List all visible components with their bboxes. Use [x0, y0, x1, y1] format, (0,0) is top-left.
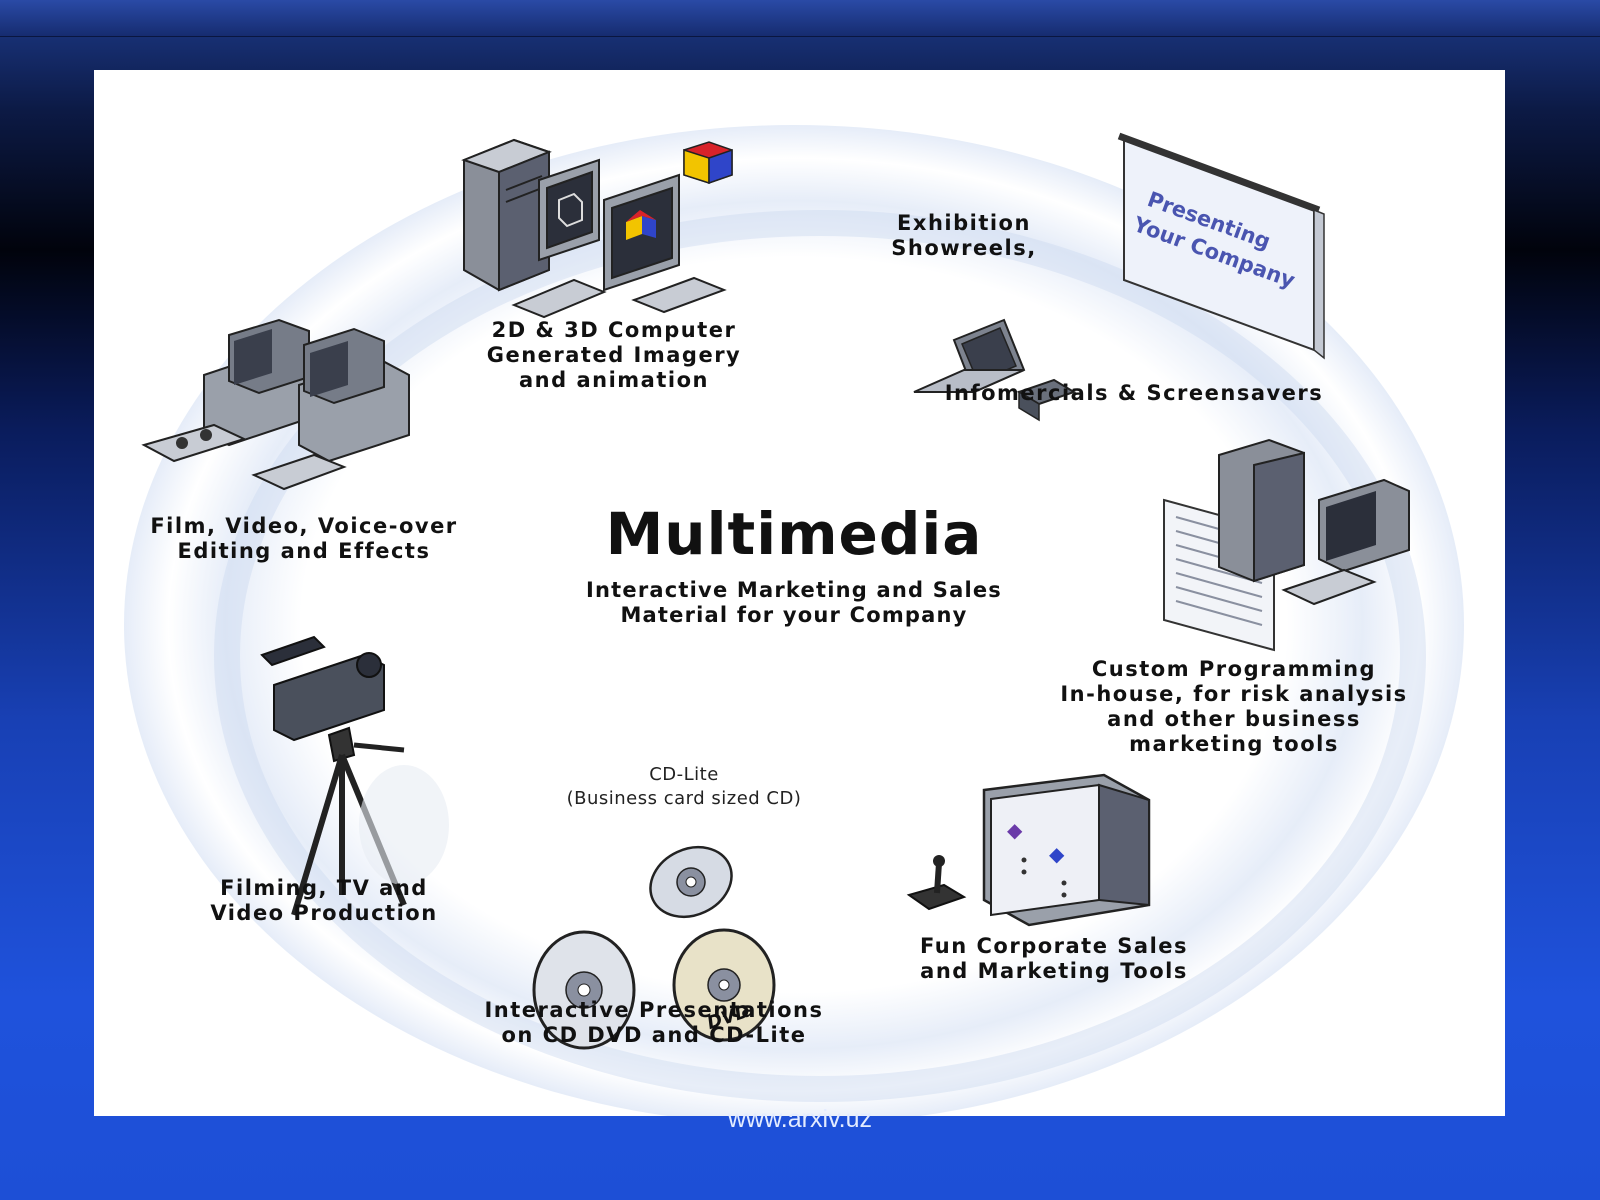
- film-editing-label-line2: Editing and Effects: [177, 539, 431, 563]
- cd-lite-label-line2: (Business card sized CD): [566, 788, 802, 809]
- programming-label-line4: marketing tools: [1129, 732, 1339, 756]
- presentations-label-line2: on CD DVD and CD-Lite: [501, 1023, 807, 1047]
- film-editing-label-line1: Film, Video, Voice-over: [150, 514, 458, 538]
- svg-text:◆: ◆: [1049, 842, 1065, 866]
- fun-tools-label-line1: Fun Corporate Sales: [919, 934, 1189, 958]
- footer-url: www.arxiv.uz: [727, 1105, 872, 1133]
- filming-label: Filming, TV and Video Production: [164, 876, 484, 926]
- infomercials-label-line1: Infomercials & Screensavers: [944, 381, 1324, 405]
- svg-text:◆: ◆: [1007, 818, 1023, 842]
- programming-label-line1: Custom Programming: [1091, 657, 1377, 681]
- cgi-label: 2D & 3D Computer Generated Imagery and a…: [444, 318, 784, 393]
- cgi-workstation-illustration: [461, 138, 733, 319]
- discs-illustration: DVD: [532, 845, 776, 1050]
- fun-tools-label-line2: and Marketing Tools: [920, 959, 1188, 983]
- center-subtitle-line2: Material for your Company: [620, 603, 968, 627]
- filming-label-line2: Video Production: [210, 901, 438, 925]
- exhibition-illustration: Presenting Your Company: [913, 132, 1325, 422]
- programming-label-line3: and other business: [1107, 707, 1361, 731]
- exhibition-label-line2: Showreels,: [891, 236, 1037, 260]
- fun-tools-label: Fun Corporate Sales and Marketing Tools: [894, 934, 1214, 984]
- presentations-label-line1: Interactive Presentations: [484, 998, 824, 1022]
- exhibition-label-line1: Exhibition: [897, 211, 1031, 235]
- cd-lite-label: CD-Lite (Business card sized CD): [534, 763, 834, 811]
- infomercials-label: Infomercials & Screensavers: [914, 381, 1354, 406]
- center-title: Multimedia: [605, 500, 983, 568]
- programming-illustration: [1163, 438, 1410, 652]
- tv-game-illustration: ◆ ◆: [906, 773, 1151, 927]
- cgi-label-line1: 2D & 3D Computer: [491, 318, 737, 342]
- center-subtitle: Interactive Marketing and Sales Material…: [534, 578, 1054, 628]
- top-band: [0, 0, 1600, 37]
- video-camera-illustration: [260, 635, 449, 916]
- exhibition-label: Exhibition Showreels,: [874, 211, 1054, 261]
- presentations-label: Interactive Presentations on CD DVD and …: [434, 998, 874, 1048]
- programming-label-line2: In-house, for risk analysis: [1060, 682, 1408, 706]
- cgi-label-line2: Generated Imagery: [486, 343, 742, 367]
- slide: 2D & 3D Computer Generated Imagery and a…: [94, 70, 1505, 1116]
- filming-label-line1: Filming, TV and: [220, 876, 428, 900]
- film-editing-label: Film, Video, Voice-over Editing and Effe…: [114, 514, 494, 564]
- programming-label: Custom Programming In-house, for risk an…: [1024, 657, 1444, 757]
- cd-lite-label-line1: CD-Lite: [649, 764, 719, 785]
- cgi-label-line3: and animation: [519, 368, 709, 392]
- editing-suite-illustration: [141, 318, 410, 491]
- center-subtitle-line1: Interactive Marketing and Sales: [586, 578, 1002, 602]
